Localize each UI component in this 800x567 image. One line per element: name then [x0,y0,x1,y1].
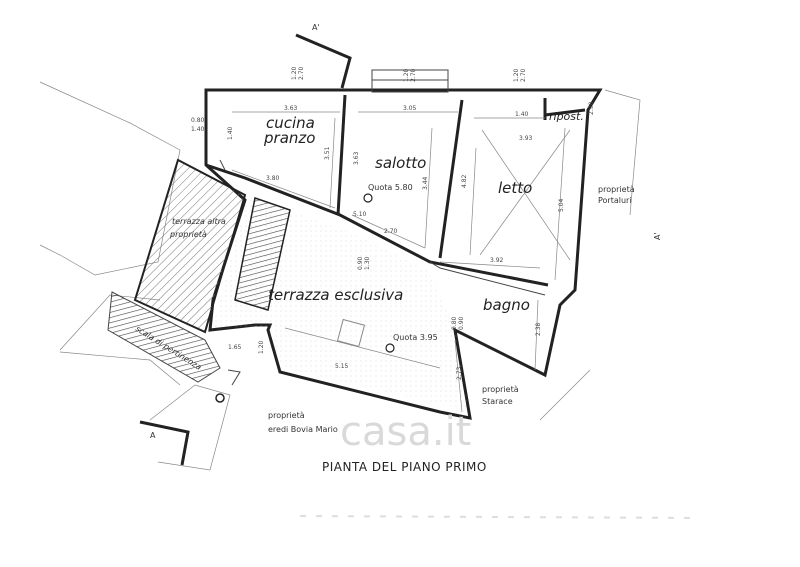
terrace-fixture [336,318,366,348]
dim-win-b: 2.70 [410,68,417,82]
dim-door-a: 0.80 [451,316,458,330]
other-terrace [133,158,247,334]
dim-left-b: 1.40 [191,126,205,133]
dim-right-a: 1.20 [513,68,520,82]
dim-salotto-w: 3.05 [403,105,417,112]
dim-cucina-bottom: 3.80 [266,175,280,182]
dim-terrazza-h: 2.73 [456,366,463,380]
dim-ripost-h: 2.90 [588,101,595,115]
dim-letto-w: 3.93 [519,135,533,142]
neighbor-bovia-name: eredi Bovia Mario [268,425,338,434]
dim-cucina-w: 3.63 [284,105,298,112]
neighbor-portaluri-label: proprietà [598,185,635,194]
dim-cucina-h: 3.51 [324,146,331,160]
neighbor-portaluri-name: Portaluri [598,196,632,205]
level-terrazza: Quota 3.95 [393,333,438,342]
balcony [371,69,449,93]
dim-terrazza-w: 5.15 [335,363,349,370]
dim-small-c: 1.20 [258,340,265,354]
dim-cucina-side: 1.40 [227,126,234,140]
dim-letto-h: 4.82 [461,174,468,188]
section-marker-top [295,33,352,89]
dim-mid-b: 1.30 [364,256,371,270]
room-label-terrazza-altra: terrazza altra [172,217,226,226]
level-marker-terrazza [385,343,395,353]
dim-letto-bottom: 3.92 [490,257,504,264]
watermark: casa.it [340,409,471,455]
level-marker-salotto [363,193,373,203]
section-marker-bottom [139,420,190,466]
plan-title: PIANTA DEL PIANO PRIMO [322,460,487,474]
neighbor-bovia-label: proprietà [268,411,305,420]
dim-win-a: 1.20 [403,68,410,82]
dim-top-b: 2.70 [298,66,305,80]
dim-mid-a: 0.90 [357,256,364,270]
neighbor-starace-name: Starace [482,397,513,406]
dim-right-b: 2.70 [520,68,527,82]
dim-salotto-h: 3.44 [422,176,429,190]
room-label-salotto: salotto [375,154,426,172]
room-label-letto: letto [498,179,532,197]
dim-bagno-h: 2.38 [535,322,542,336]
entrance-marker [215,369,241,403]
dim-salotto-bottom: 2.70 [384,228,398,235]
room-label-terrazza-altra-2: proprietà [169,230,207,239]
room-label-pranzo: pranzo [263,129,315,147]
room-label-terrazza: terrazza esclusiva [268,286,403,304]
right-marker-label: A' [653,232,662,240]
dim-small-b: 1.65 [228,344,242,351]
dim-door-b: 0.90 [458,316,465,330]
dim-small-a: 5.10 [353,211,367,218]
staircase [234,197,291,311]
section-marker-top-label: A' [312,23,320,32]
dim-salotto-side: 3.63 [353,151,360,165]
room-label-bagno: bagno [483,296,530,314]
room-label-ripostiglio: ripost. [549,110,584,123]
level-salotto: Quota 5.80 [368,183,413,192]
access-stair [107,291,221,383]
dim-ripost-w: 1.40 [515,111,529,118]
dim-left-a: 0.80 [191,117,205,124]
neighbor-starace-label: proprietà [482,385,519,394]
dim-letto-h2: 5.04 [558,198,565,212]
dimension-lines [231,111,571,413]
section-marker-bottom-label: A [150,431,156,440]
room-label-cucina: cucina [266,114,315,132]
scan-artifact-line [299,515,701,519]
dim-top-a: 1.20 [291,66,298,80]
